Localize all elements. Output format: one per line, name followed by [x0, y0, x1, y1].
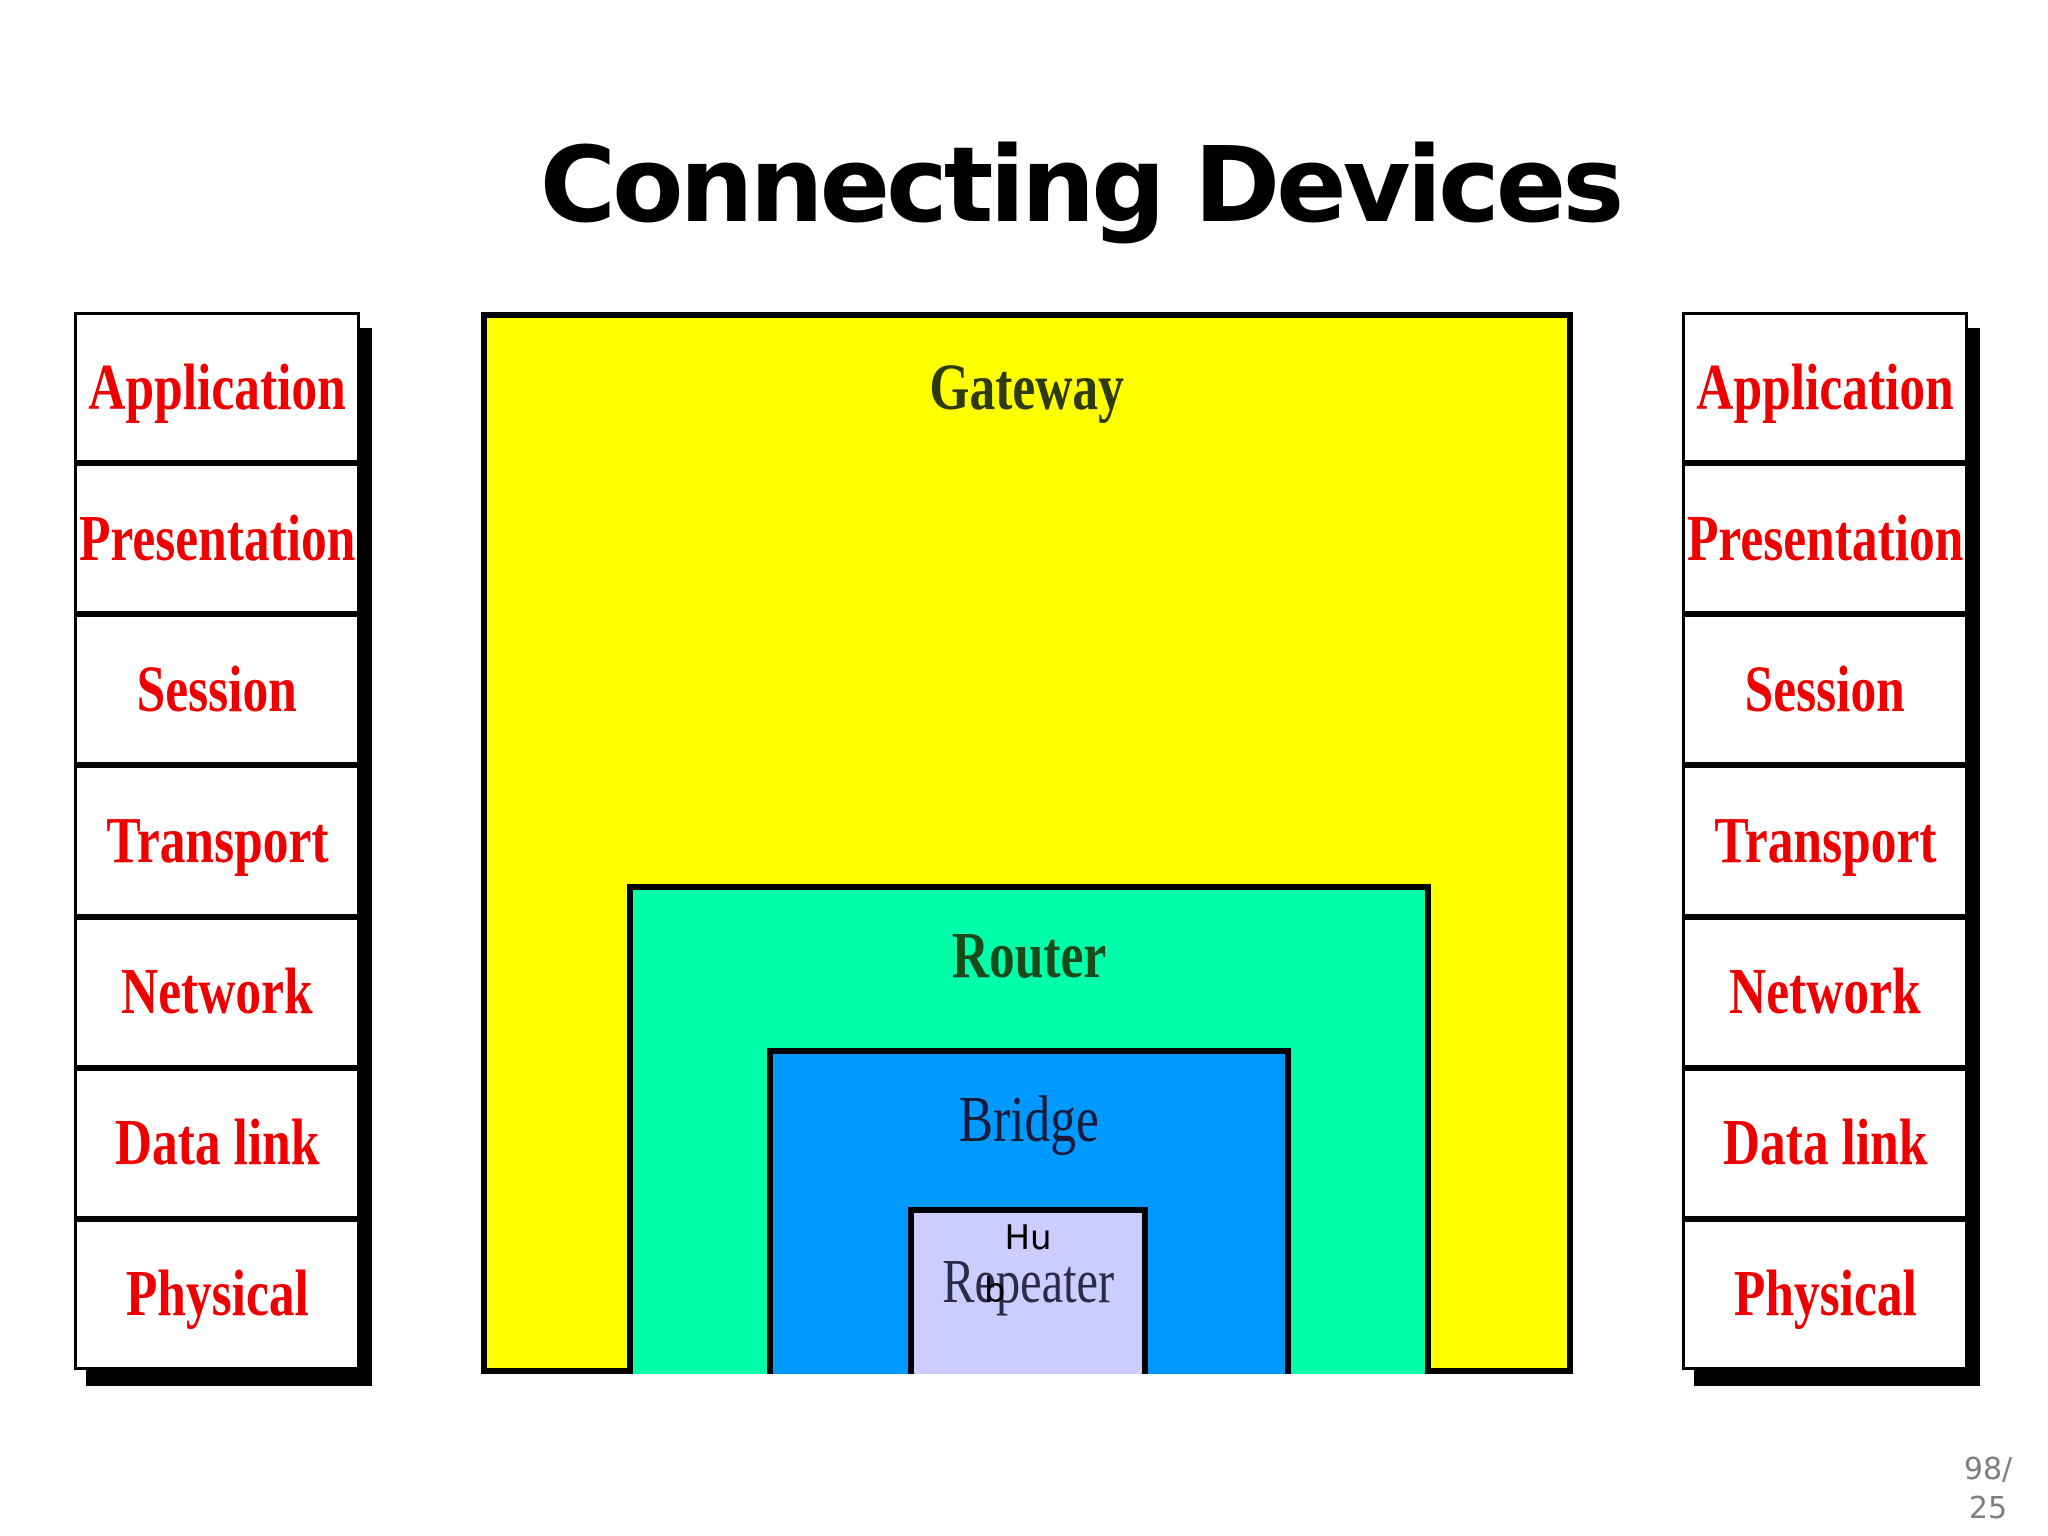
right-layer-presentation: Presentation: [1685, 466, 1965, 612]
right-layer-data-link: Data link: [1685, 1070, 1965, 1216]
left-stack-body: Application Presentation Session Transpo…: [74, 312, 360, 1370]
slide-title: Connecting Devices: [539, 124, 1624, 246]
left-layer-application: Application: [77, 315, 357, 461]
left-layer-presentation: Presentation: [77, 466, 357, 612]
hub-label: Hu: [1004, 1218, 1052, 1258]
left-layer-physical: Physical: [77, 1221, 357, 1367]
right-layer-transport: Transport: [1685, 768, 1965, 914]
page-number-bottom: 25: [1968, 1491, 2008, 1526]
page-number-top: 98/: [1963, 1452, 2013, 1487]
left-layer-data-link: Data link: [77, 1070, 357, 1216]
page-number: 98/ 25: [1948, 1450, 2028, 1528]
left-layer-network: Network: [77, 919, 357, 1065]
left-layer-session: Session: [77, 617, 357, 763]
left-layer-transport: Transport: [77, 768, 357, 914]
right-layer-session: Session: [1685, 617, 1965, 763]
repeater-label: Repeater: [942, 1248, 1114, 1316]
right-layer-physical: Physical: [1685, 1221, 1965, 1367]
router-label: Router: [951, 919, 1107, 992]
hub-label-second-line: b: [984, 1271, 1006, 1311]
right-stack-body: Application Presentation Session Transpo…: [1682, 312, 1968, 1370]
left-osi-stack: Application Presentation Session Transpo…: [74, 312, 372, 1386]
gateway-label: Gateway: [929, 351, 1125, 424]
right-osi-stack: Application Presentation Session Transpo…: [1682, 312, 1980, 1386]
right-layer-network: Network: [1685, 919, 1965, 1065]
bridge-label: Bridge: [958, 1083, 1100, 1156]
right-layer-application: Application: [1685, 315, 1965, 461]
repeater-box: Hu Repeater b: [908, 1207, 1148, 1374]
